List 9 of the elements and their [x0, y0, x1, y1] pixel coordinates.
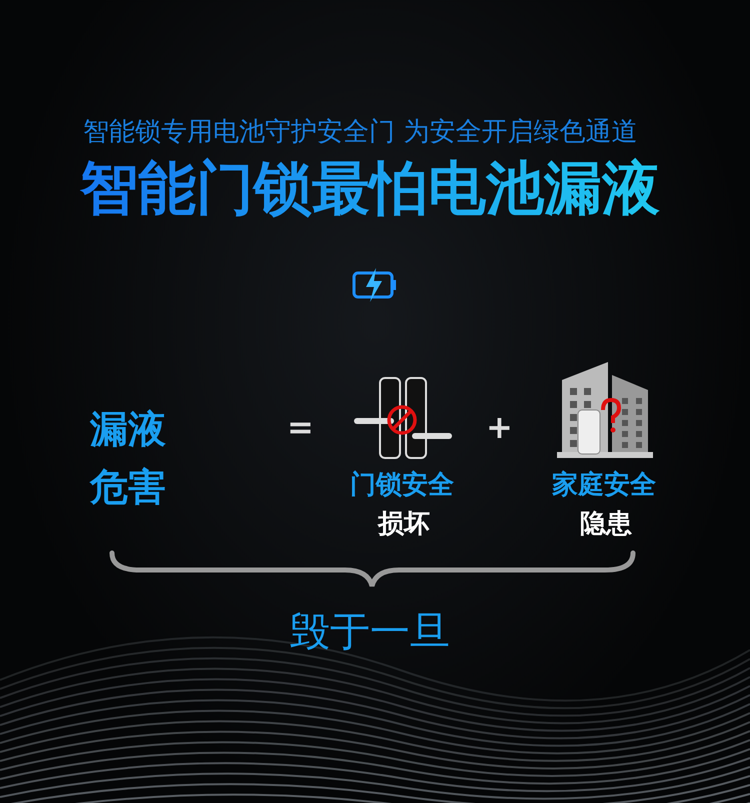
plus-sign: +	[486, 408, 513, 446]
label-text: 门锁安全	[350, 469, 454, 502]
subtitle: 智能锁专用电池守护安全门 为安全开启绿色通道	[83, 116, 638, 149]
conclusion-text: 毁于一旦	[290, 608, 450, 657]
heading-text: 漏液危害	[90, 406, 167, 511]
label-text: 家庭安全	[552, 469, 656, 502]
equals-sign: =	[287, 408, 314, 446]
label-text: 隐患	[580, 508, 632, 541]
label-text: 损坏	[378, 508, 430, 541]
